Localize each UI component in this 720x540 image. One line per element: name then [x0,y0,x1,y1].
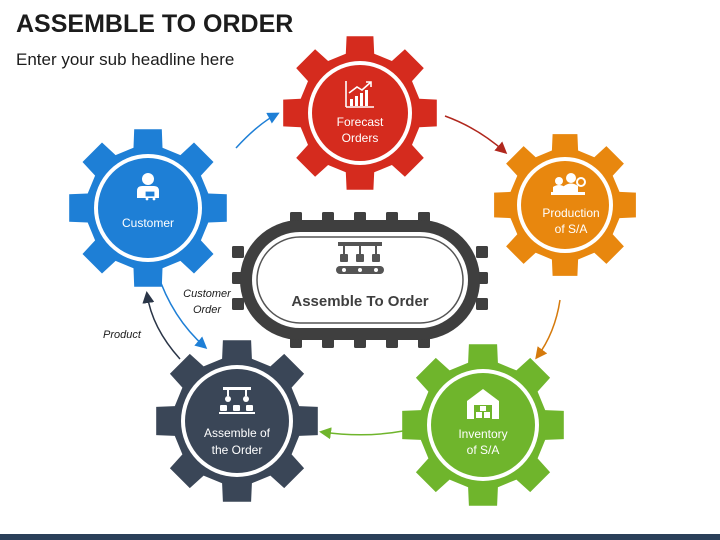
gear-production-label-line-2: of S/A [555,222,588,236]
gear-production-label-line-1: Production [542,206,599,220]
center-gear-tooth [476,246,488,258]
gear-inventory-label-line-2: of S/A [467,443,500,457]
center-gear-tooth [476,298,488,310]
slide-subtitle: Enter your sub headline here [16,50,235,69]
customer-order-label-line-2: Order [193,304,222,316]
customer-order-label-line-1: Customer [183,288,232,300]
center-label: Assemble To Order [291,293,428,310]
center-gear-tooth [232,298,244,310]
warehouse-icon [467,389,499,419]
growth-chart-icon [345,81,374,108]
arrow-production-to-inventory [535,299,561,360]
gear-inventory: Inventory of S/A [402,344,564,506]
assembly-line-icon [336,242,384,274]
gear-customer-label: Customer [122,216,174,230]
center-gear-tooth [232,246,244,258]
arrow-product [142,291,181,360]
gear-assemble-label-line-2: the Order [212,443,263,457]
footer-bar [0,534,720,540]
gear-forecast-label-line-2: Orders [342,131,379,145]
robotic-arm-icon [219,387,255,414]
slide-title: ASSEMBLE TO ORDER [16,10,294,38]
gear-assemble-label-line-1: Assemble of [204,426,271,440]
arrow-forecast-to-production [444,115,508,154]
flow-arrows [142,112,561,440]
center-gear: Assemble To Order [232,212,488,348]
gear-forecast-orders: Forecast Orders [283,36,437,190]
arrow-customer-to-forecast [235,112,280,149]
gear-production: Production of S/A [494,134,636,276]
product-label: Product [103,329,142,341]
production-workers-icon [551,173,586,195]
gear-inventory-label-line-1: Inventory [458,427,507,441]
arrow-inventory-to-assemble [319,427,404,440]
gear-customer: Customer [69,129,227,287]
gear-forecast-label-line-1: Forecast [337,115,384,129]
shopper-icon [137,173,159,201]
gear-assemble: Assemble of the Order [156,340,318,502]
